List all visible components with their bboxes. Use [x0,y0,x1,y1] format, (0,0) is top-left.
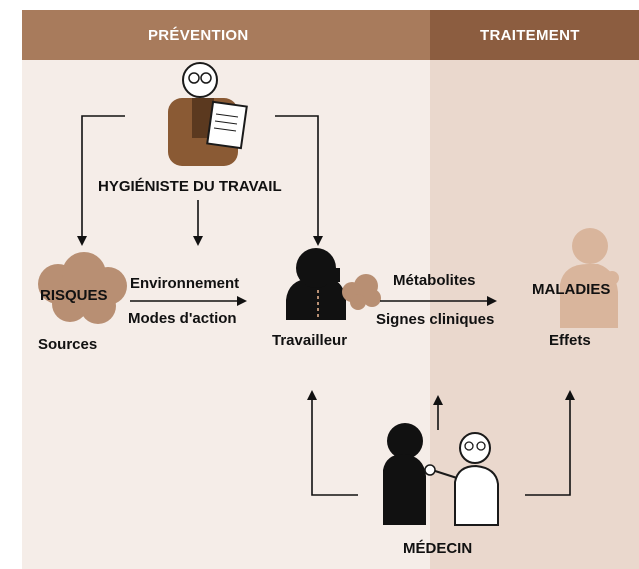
effets-label: Effets [549,332,591,349]
worker-figure-icon [286,248,346,320]
medecin-arrows [307,390,575,496]
modes-action-label: Modes d'action [128,310,237,327]
maladies-label: MALADIES [532,281,611,298]
risk-cloud-icon [38,252,127,324]
travailleur-label: Travailleur [272,332,348,349]
metabolites-label: Métabolites [393,272,476,289]
doctor-figure-icon [424,432,499,526]
patient-figure-icon [383,423,426,525]
traitement-title: TRAITEMENT [480,27,580,44]
signes-cliniques-label: Signes cliniques [376,311,495,328]
hygienist-arrows [77,115,323,246]
risques-label: RISQUES [40,287,108,304]
hygienist-figure-icon [168,62,248,166]
prevention-title: PRÉVENTION [148,27,249,44]
exhaled-cloud-icon [342,274,381,310]
environnement-label: Environnement [130,275,240,292]
sources-label: Sources [38,336,98,353]
traitement-header [430,10,639,60]
sick-figure-icon [560,228,619,328]
hygieniste-label: HYGIÉNISTE DU TRAVAIL [98,178,282,195]
prevention-header [22,10,430,60]
medecin-label: MÉDECIN [403,540,473,557]
